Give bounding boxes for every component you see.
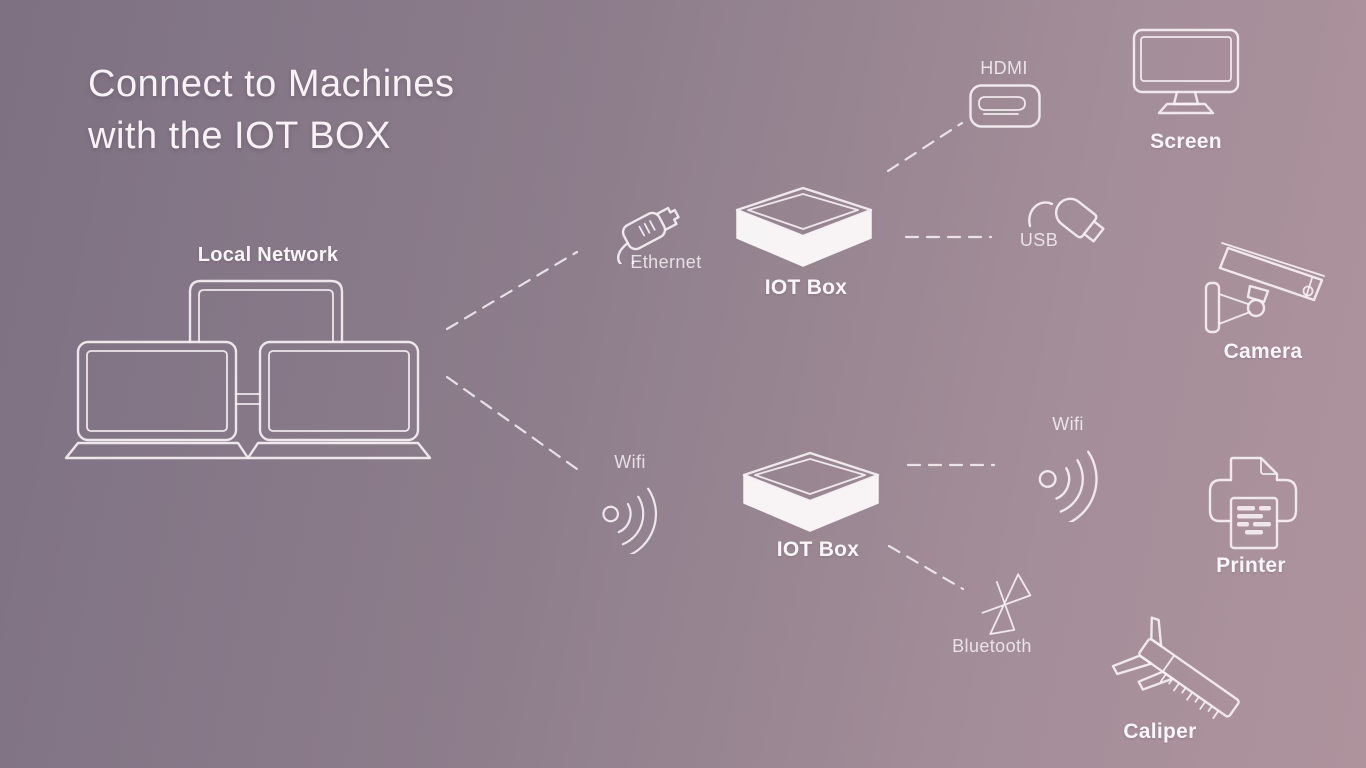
iot-box-bottom-icon [742, 451, 880, 532]
caliper-icon [1111, 616, 1240, 719]
title-line-2: with the IOT BOX [88, 115, 391, 157]
wifi-left-icon [602, 487, 658, 554]
local-network-label: Local Network [197, 244, 339, 266]
page-title: Connect to Machines with the IOT BOX [88, 58, 708, 162]
usb-label: USB [1019, 230, 1059, 250]
bluetooth-icon [981, 573, 1032, 635]
printer-icon [1208, 456, 1298, 550]
iot-box-top-label: IOT Box [764, 276, 848, 299]
ethernet-icon [617, 206, 680, 264]
connection-local-network-to-wifi-left [445, 375, 579, 471]
local-network-icon [64, 279, 432, 460]
camera-label: Camera [1223, 340, 1303, 363]
bluetooth-label: Bluetooth [952, 636, 1032, 656]
camera-icon [1204, 242, 1325, 334]
wifi-right-label: Wifi [1052, 414, 1084, 434]
printer-label: Printer [1216, 554, 1286, 577]
screen-label: Screen [1150, 130, 1222, 153]
screen-icon [1132, 28, 1240, 115]
connection-iot-box-bottom-to-bluetooth [887, 544, 965, 591]
connection-iot-box-top-to-hdmi [886, 121, 964, 173]
iot-box-top-icon [735, 186, 873, 267]
title-line-1: Connect to Machines [88, 63, 455, 105]
ethernet-label: Ethernet [630, 252, 702, 272]
hdmi-label: HDMI [980, 58, 1028, 78]
hdmi-port-icon [969, 84, 1041, 128]
wifi-right-icon [1038, 450, 1098, 522]
caliper-label: Caliper [1123, 720, 1197, 743]
connection-local-network-to-ethernet [445, 250, 579, 331]
usb-icon [1028, 197, 1105, 243]
iot-box-bottom-label: IOT Box [776, 538, 860, 561]
wifi-left-label: Wifi [614, 452, 646, 472]
